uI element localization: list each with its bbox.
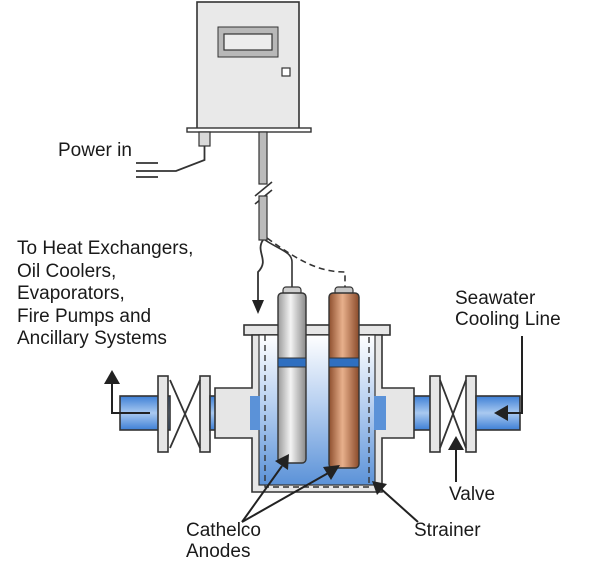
valve-pointer [448,436,464,482]
destinations-line: To Heat Exchangers, [17,238,194,259]
destinations-line: Evaporators, [17,283,125,304]
anode-cable [252,131,346,314]
inflow-arrow [494,336,523,421]
strainer-label: Strainer [414,520,481,541]
anodes-line: Anodes [186,541,251,562]
aluminium-anode [277,286,307,464]
seawater-label: Seawater Cooling Line [455,288,561,330]
anodes-line: Cathelco [186,520,261,541]
destinations-line: Fire Pumps and [17,305,152,327]
control-box [186,1,312,133]
seawater-line: Cooling Line [455,309,561,330]
seawater-line: Seawater [455,288,536,309]
power-cable [136,131,211,178]
strainer-pointer [372,481,419,523]
anodes-pointer [241,454,340,523]
valve-symbol [439,379,467,449]
power-in-label: Power in [58,140,132,161]
outflow-arrow [104,370,150,414]
strainer-housing [214,324,415,493]
display-screen [223,33,273,51]
copper-anode [328,286,360,469]
destinations-line: Oil Coolers, [17,260,117,282]
indicator-light [281,67,291,77]
strainer-basket [264,335,370,488]
anodes-label: Cathelco Anodes [186,520,261,562]
destinations-label: To Heat Exchangers, Oil Coolers, Evapora… [17,238,193,351]
destinations-line: Ancillary Systems [17,328,167,349]
valve-label: Valve [449,484,496,505]
